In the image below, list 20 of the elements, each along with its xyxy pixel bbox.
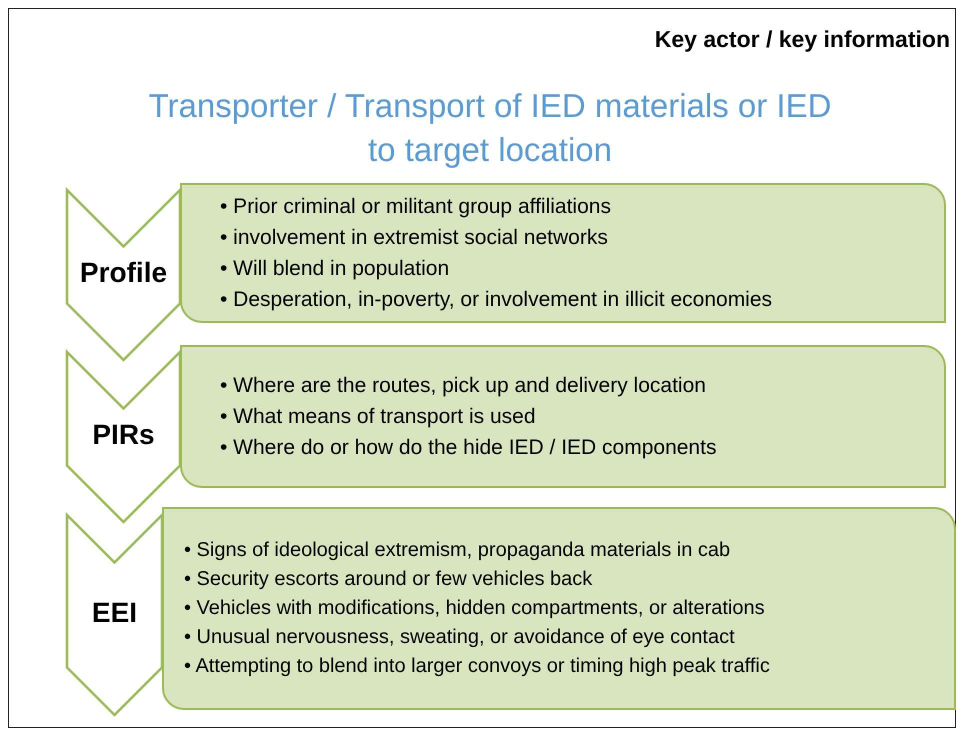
title: Transporter / Transport of IED materials or IED to target location: [148, 86, 832, 170]
bullet-item: • Attempting to blend into larger convoys or timing high peak traffic: [184, 654, 770, 679]
bullet-item: • What means of transport is used: [220, 404, 536, 430]
info-panel: [180, 345, 946, 488]
bullet-item: • involvement in extremist social networks: [220, 225, 609, 251]
bullet-item: • Will blend in population: [220, 256, 450, 282]
header-label: Key actor / key information: [654, 26, 950, 53]
bullet-item: • Security escorts around or few vehicles back: [184, 567, 594, 592]
info-panel: [162, 507, 956, 710]
bullet-item: • Prior criminal or militant group affiliations: [220, 194, 612, 220]
bullet-item: • Vehicles with modifications, hidden compartments, or alterations: [184, 596, 766, 621]
bullet-item: • Desperation, in-poverty, or involvement in illicit economies: [220, 287, 772, 313]
bullet-item: • Where do or how do the hide IED / IED components: [220, 435, 716, 461]
bullet-item: • Where are the routes, pick up and delivery location: [220, 373, 707, 399]
section-label: PIRs: [91, 419, 156, 451]
section-label: Profile: [78, 257, 168, 289]
bullet-item: • Signs of ideological extremism, propaganda materials in cab: [184, 538, 732, 563]
bullet-item: • Unusual nervousness, sweating, or avoidance of eye contact: [184, 625, 736, 650]
info-panel: [180, 183, 946, 323]
section-label: EEI: [90, 597, 138, 629]
